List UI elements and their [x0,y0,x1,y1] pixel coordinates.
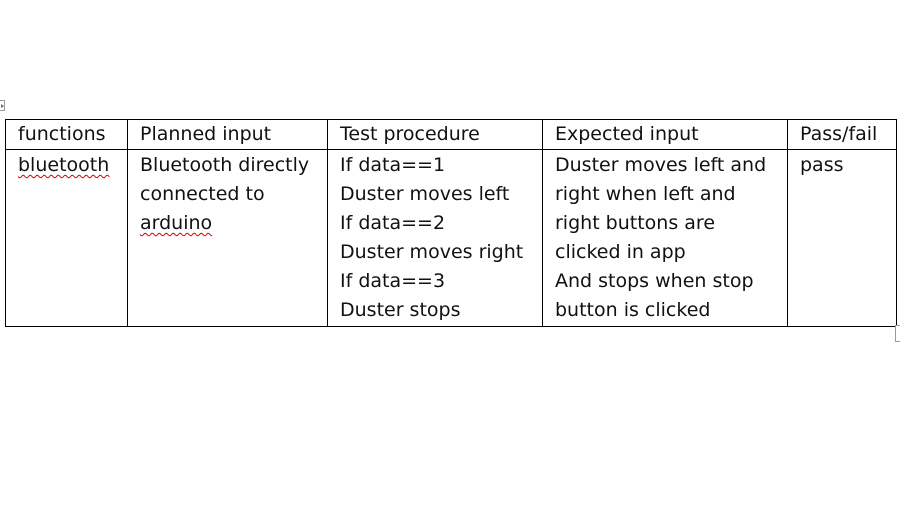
cell-function: bluetooth [5,149,128,327]
test-procedure-line: Duster moves left [340,183,510,205]
header-test-procedure: Test procedure [327,119,543,150]
result-value: pass [800,154,844,176]
expected-input-line: clicked in app [555,241,686,263]
planned-input-line: arduino [140,212,213,234]
header-pass-fail: Pass/fail [787,119,897,150]
planned-input-line: Bluetooth directly [140,154,310,176]
test-procedure-line: Duster moves right [340,241,524,263]
header-planned-input: Planned input [127,119,328,150]
header-expected-input: Expected input [542,119,788,150]
expected-input-line: Duster moves left and [555,154,767,176]
expected-input-line: And stops when stop [555,270,754,292]
function-name: bluetooth [18,154,110,176]
cell-pass-fail: pass [787,149,897,327]
test-procedure-line: If data==2 [340,212,446,234]
header-row: functions Planned input Test procedure E… [5,119,897,150]
expected-input-line: button is clicked [555,299,711,321]
test-procedure-line: If data==1 [340,154,446,176]
planned-input-line: connected to [140,183,265,205]
test-table: functions Planned input Test procedure E… [5,119,897,327]
expected-input-line: right buttons are [555,212,716,234]
cell-expected-input: Duster moves left and right when left an… [542,149,788,327]
cell-planned-input: Bluetooth directly connected to arduino [127,149,328,327]
table-row: bluetooth Bluetooth directly connected t… [5,149,897,327]
table-move-handle[interactable] [0,100,5,111]
header-functions: functions [5,119,128,150]
test-procedure-line: Duster stops [340,299,461,321]
test-procedure-line: If data==3 [340,270,446,292]
cell-test-procedure: If data==1 Duster moves left If data==2 … [327,149,543,327]
table-resize-handle[interactable] [895,325,900,342]
expected-input-line: right when left and [555,183,736,205]
